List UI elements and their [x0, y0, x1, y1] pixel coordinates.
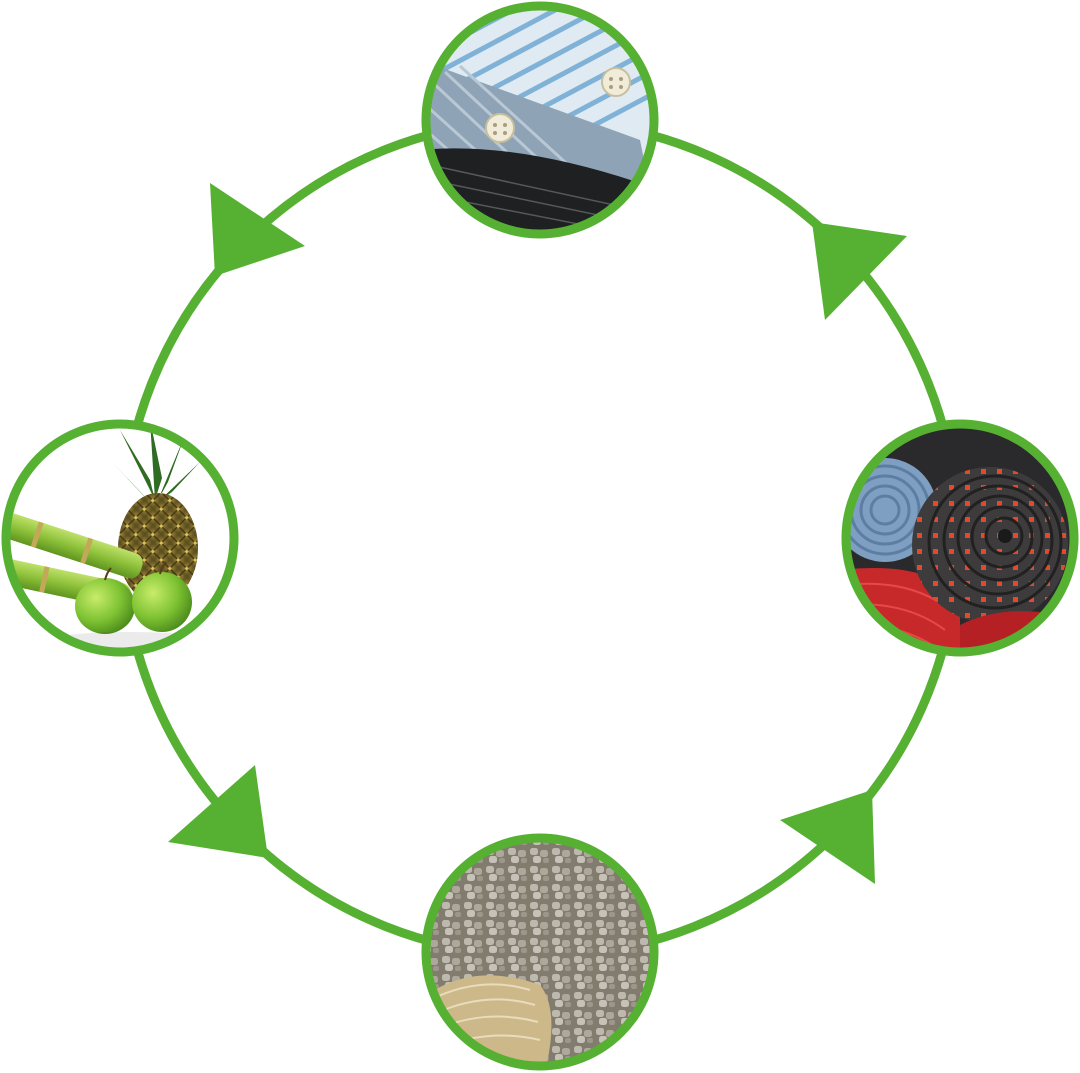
node-fruit-border	[1, 419, 239, 657]
arrow-bottom-to-left-icon	[168, 765, 268, 858]
arrow-right-to-bottom-icon	[780, 790, 875, 884]
node-shirt-border	[421, 1, 659, 239]
arrow-left-to-top-icon	[210, 183, 305, 276]
node-ties-border	[841, 419, 1079, 657]
node-pellets	[421, 833, 659, 1071]
arrow-top-to-right-icon	[812, 222, 907, 320]
node-fruit	[1, 419, 239, 657]
node-shirt	[421, 1, 659, 239]
node-pellets-border	[421, 833, 659, 1071]
node-ties	[841, 419, 1079, 657]
